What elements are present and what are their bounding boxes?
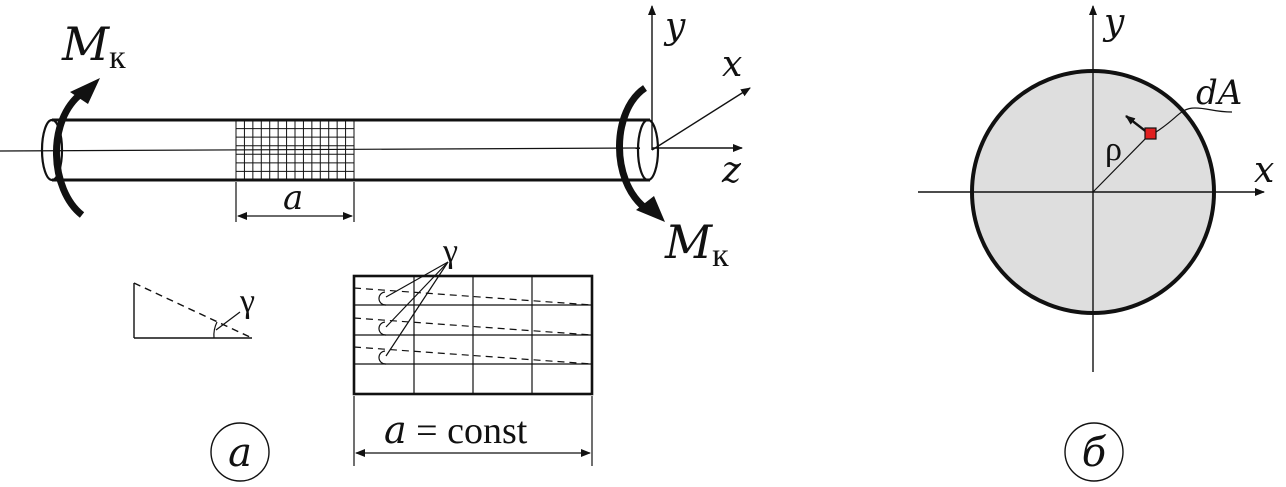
radius-line <box>1092 133 1151 193</box>
caption-a-label: a <box>228 430 252 476</box>
torque-label-left: Mк <box>61 17 126 76</box>
axis-x-label: x <box>722 44 742 85</box>
axis-x-line <box>651 87 751 151</box>
figure-a: Mк Mк y x z a γ <box>0 5 751 482</box>
torque-arrow-left <box>53 78 100 218</box>
shear-angle-grid-label: γ <box>442 233 458 270</box>
sheared-grid <box>352 261 594 396</box>
axis-y-label: y <box>663 6 686 47</box>
figure-b: x y dA ρ б <box>918 2 1274 482</box>
torque-arrow-right <box>616 85 665 222</box>
shaft-mesh <box>235 119 355 181</box>
caption-b-circle <box>1064 422 1124 482</box>
section-axis-x-label: x <box>1254 150 1274 191</box>
rho-label: ρ <box>1105 131 1122 168</box>
stress-arrow <box>1125 115 1149 134</box>
dA-leader-line <box>1155 107 1233 133</box>
caption-b-label: б <box>1082 430 1107 476</box>
torque-label-right: Mк <box>664 215 729 274</box>
shaft-left-end <box>40 118 64 182</box>
area-element-dA <box>1144 127 1157 140</box>
axis-z-label: z <box>721 150 742 191</box>
section-axis-y-label: y <box>1102 2 1125 43</box>
shear-angle-sketch <box>133 282 253 339</box>
dA-label: dA <box>1196 73 1242 113</box>
dimension-a-label: a <box>283 178 303 218</box>
dimension-a <box>235 182 355 222</box>
shear-angle-small-label: γ <box>239 283 255 320</box>
caption-a-circle <box>210 422 270 482</box>
dimension-const-label: a = const <box>384 408 528 452</box>
dimension-const <box>353 396 593 466</box>
shaft-right-end <box>636 118 660 182</box>
